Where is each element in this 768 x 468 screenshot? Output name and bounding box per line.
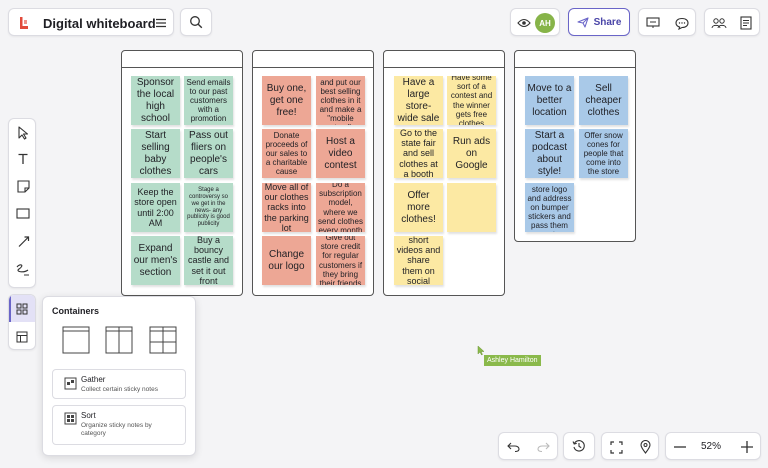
presentation-icon[interactable] (645, 15, 661, 31)
sticky-note[interactable]: Offer snow cones for people that come in… (579, 129, 628, 178)
fit-to-screen-icon[interactable] (608, 439, 624, 455)
document-title[interactable]: Digital whiteboard (43, 16, 156, 31)
avatar[interactable]: AH (535, 13, 555, 33)
containers-tool-button[interactable] (9, 295, 35, 322)
sort-description: Organize sticky notes by category (81, 422, 152, 438)
comments-group (638, 8, 696, 36)
sticky-note[interactable]: Buy a bouncy castle and set it out front (184, 236, 233, 285)
gather-description: Collect certain sticky notes (81, 386, 158, 393)
sticky-note[interactable]: Go to the state fair and sell clothes at… (394, 129, 443, 178)
location-pin-icon[interactable] (637, 439, 653, 455)
sticky-note[interactable]: Expand our men's section (131, 236, 180, 285)
undo-icon[interactable] (505, 439, 521, 455)
sticky-note[interactable]: Start a podcast about style! (525, 129, 574, 178)
sticky-note[interactable]: Start selling baby clothes (131, 129, 180, 178)
sticky-note[interactable]: Stage a controversy so we get in the new… (184, 183, 233, 232)
sticky-note[interactable]: Move all of our clothes racks into the p… (262, 183, 311, 232)
sticky-note-tool-icon[interactable] (11, 174, 35, 198)
avatar-initials: AH (539, 18, 551, 28)
collab-group (704, 8, 760, 36)
comment-icon[interactable] (674, 15, 690, 31)
collaborators-icon[interactable] (710, 15, 728, 31)
line-tool-icon[interactable] (11, 229, 35, 253)
sticky-note[interactable]: Donate proceeds of our sales to a charit… (262, 129, 311, 178)
column-header[interactable] (122, 51, 242, 68)
sticky-note[interactable]: Have some sort of a contest and the winn… (447, 76, 496, 125)
sticky-note[interactable]: Host a video contest (316, 129, 365, 178)
freehand-draw-tool-icon[interactable] (11, 257, 35, 281)
sticky-note[interactable]: Give out store credit for regular custom… (316, 236, 365, 285)
zoom-out-icon[interactable] (672, 439, 688, 455)
zoom-control: 52% (665, 432, 761, 460)
sticky-note[interactable]: Send emails to our past customers with a… (184, 76, 233, 125)
sort-title: Sort (81, 411, 96, 420)
sticky-note[interactable]: Sponsor the local high school (131, 76, 180, 125)
shape-tool-icon[interactable] (11, 201, 35, 225)
sort-option[interactable]: Sort Organize sticky notes by category (52, 405, 186, 445)
sticky-note[interactable]: Keep the store open until 2:00 AM (131, 183, 180, 232)
view-group (601, 432, 659, 460)
sticky-note[interactable]: Offer more clothes! (394, 183, 443, 232)
sticky-note[interactable]: Change our logo (262, 236, 311, 285)
sticky-note[interactable]: Do a subscription model, where we send c… (316, 183, 365, 232)
gather-option[interactable]: Gather Collect certain sticky notes (52, 369, 186, 399)
redo-icon[interactable] (535, 439, 551, 455)
app-logo-icon[interactable] (16, 15, 32, 31)
menu-icon[interactable] (153, 15, 169, 31)
column-header[interactable] (384, 51, 504, 68)
title-bar: Digital whiteboard (8, 8, 174, 36)
gather-title: Gather (81, 375, 106, 384)
history-button[interactable] (563, 432, 595, 460)
table-layout-icon (16, 331, 28, 343)
sticky-note[interactable]: Run ads on Google (447, 129, 496, 178)
table-layout-tool-button[interactable] (9, 324, 35, 349)
containers-panel: Containers Gather Collect certain sticky… (42, 296, 196, 456)
presence-group: AH (510, 8, 560, 36)
column-header[interactable] (253, 51, 373, 68)
select-tool-icon[interactable] (11, 121, 35, 145)
sticky-note[interactable] (447, 183, 496, 232)
left-toolbar-secondary (8, 294, 36, 350)
collaborator-cursor-icon (476, 344, 486, 356)
share-button[interactable]: Share (568, 8, 630, 36)
container-grid-option[interactable] (148, 325, 178, 355)
grid-icon (16, 303, 28, 315)
zoom-level[interactable]: 52% (701, 441, 722, 452)
sticky-note[interactable]: Buy one, get one free! (262, 76, 311, 125)
sticky-note[interactable]: Get a van and put our best selling cloth… (316, 76, 365, 125)
container-single-option[interactable] (61, 325, 91, 355)
search-button[interactable] (180, 8, 212, 36)
sticky-note[interactable]: Move to a better location (525, 76, 574, 125)
sticky-note[interactable]: Pass out fliers on people's cars (184, 129, 233, 178)
visibility-eye-icon[interactable] (516, 15, 532, 31)
sticky-note[interactable]: Create short videos and share them on so… (394, 236, 443, 285)
paper-plane-icon (577, 16, 589, 28)
search-icon (189, 15, 203, 29)
container-two-column-option[interactable] (104, 325, 134, 355)
column-header[interactable] (515, 51, 635, 68)
text-tool-icon[interactable] (11, 147, 35, 171)
sticky-note[interactable]: Sell cheaper clothes (579, 76, 628, 125)
sort-icon (63, 411, 77, 425)
collaborator-cursor-label: Ashley Hamilton (484, 355, 541, 366)
left-toolbar (8, 118, 36, 288)
sticky-note[interactable]: Put our store logo and address on bumper… (525, 183, 574, 232)
undo-redo-group (498, 432, 558, 460)
gather-icon (63, 376, 77, 390)
history-clock-icon (572, 439, 586, 453)
document-notes-icon[interactable] (738, 15, 754, 31)
share-label: Share (593, 16, 622, 28)
zoom-in-icon[interactable] (739, 439, 755, 455)
sticky-note[interactable]: Have a large store-wide sale (394, 76, 443, 125)
containers-heading: Containers (52, 306, 100, 316)
